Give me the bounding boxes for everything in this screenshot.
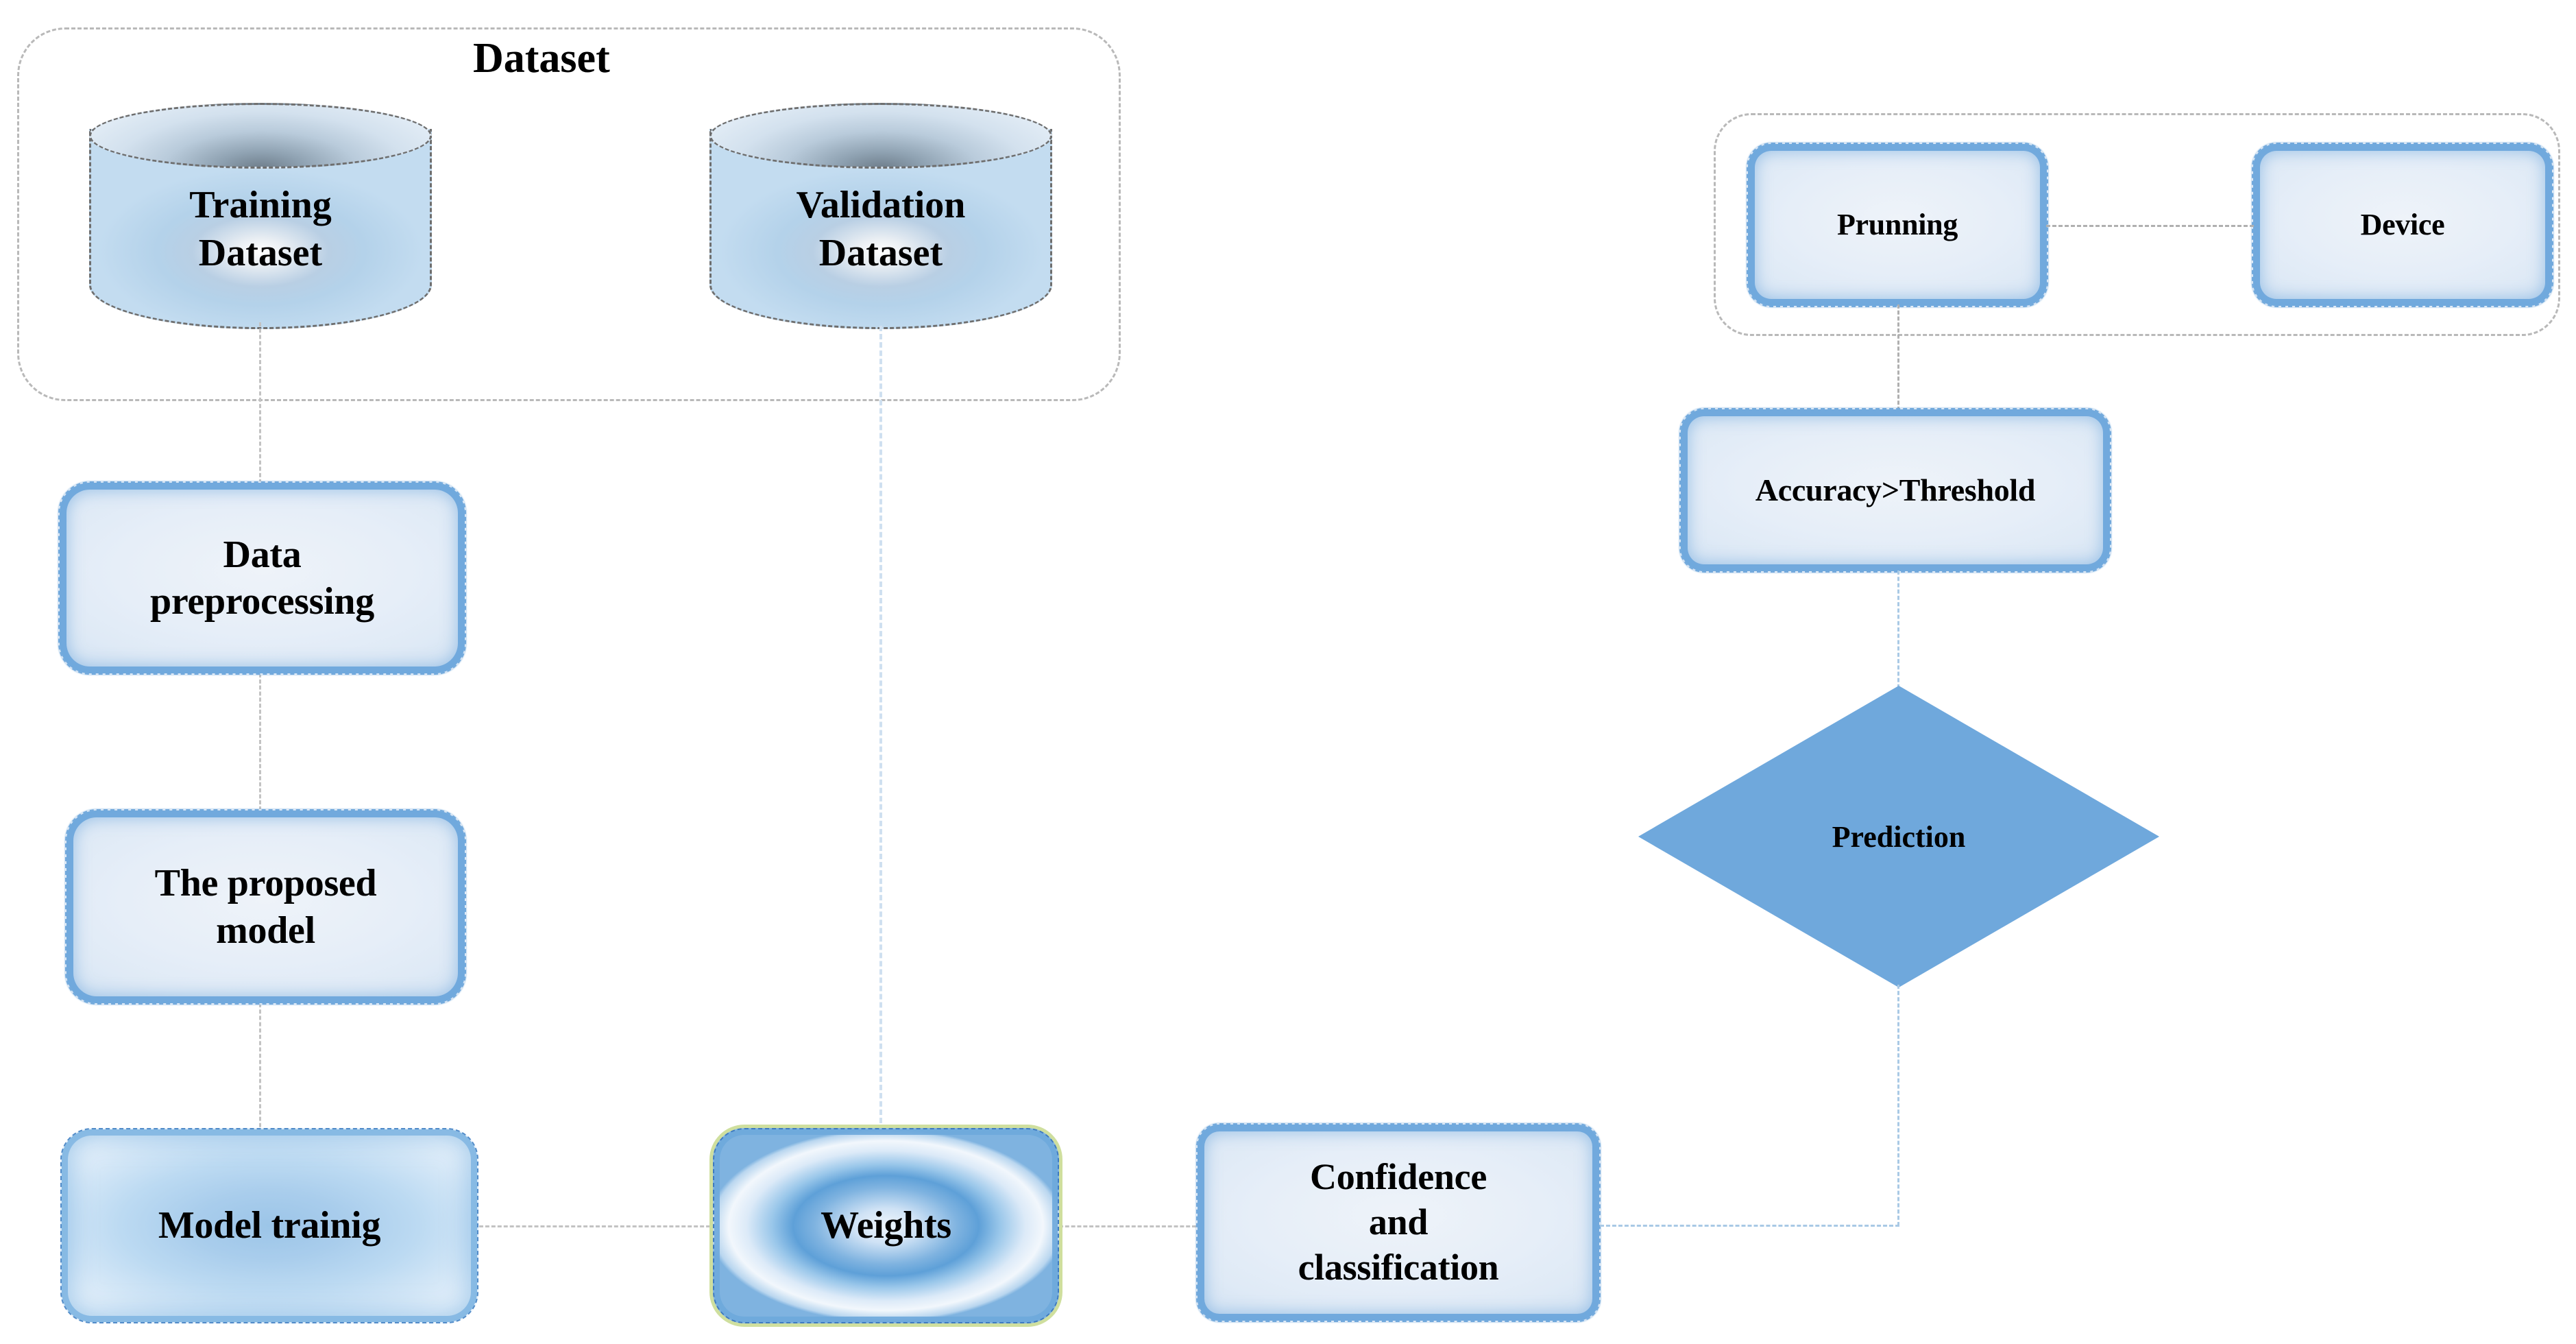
edge-prediction-down <box>1897 985 1899 1226</box>
node-prediction[interactable]: Prediction <box>1638 686 2159 987</box>
node-device-label: Device <box>2253 206 2552 243</box>
node-model-training[interactable]: Model trainig <box>60 1128 478 1323</box>
label-line-2: Dataset <box>818 232 943 274</box>
node-proposed-model-label: The proposed model <box>66 860 465 954</box>
node-data-preprocessing[interactable]: Data preprocessing <box>58 481 466 675</box>
label-line-1: Validation <box>796 184 966 226</box>
edge-training-to-weights <box>473 1225 716 1227</box>
edge-preprocessing-to-model <box>259 673 261 811</box>
node-training-dataset-label: Training Dataset <box>89 129 432 329</box>
node-prediction-label: Prediction <box>1638 686 2159 987</box>
node-model-training-label: Model trainig <box>62 1202 477 1249</box>
label-line-2: model <box>216 909 315 952</box>
cylinder-top-ellipse <box>89 103 432 169</box>
cylinder-top-ellipse <box>709 103 1052 169</box>
node-prunning-label: Prunning <box>1748 206 2047 243</box>
edge-validation-to-weights <box>879 326 882 1131</box>
edge-weights-to-confidence <box>1059 1225 1196 1227</box>
edge-prunning-to-device <box>2046 225 2254 227</box>
node-prunning[interactable]: Prunning <box>1747 143 2048 307</box>
dataset-group-container <box>17 27 1121 401</box>
label-line-1: Model trainig <box>158 1204 381 1247</box>
label-line-1: Confidence <box>1310 1156 1487 1198</box>
edge-model-to-training <box>259 1003 261 1133</box>
label-line-1: Device <box>2360 208 2445 242</box>
node-accuracy-threshold-label: Accuracy>Threshold <box>1681 471 2110 509</box>
label-line-1: Accuracy>Threshold <box>1755 472 2036 507</box>
label-line-1: Weights <box>821 1204 951 1247</box>
edge-training-to-preprocessing <box>259 322 261 483</box>
edge-prediction-to-confidence <box>1600 1225 1899 1227</box>
label-line-1: The proposed <box>154 862 377 905</box>
label-line-1: Prediction <box>1832 819 1966 854</box>
edge-accuracy-to-prediction <box>1897 571 1899 688</box>
label-line-3: classification <box>1298 1246 1499 1288</box>
node-validation-dataset-label: Validation Dataset <box>709 129 1052 329</box>
dataset-group-title: Dataset <box>473 35 610 82</box>
node-validation-dataset[interactable]: Validation Dataset <box>709 103 1052 329</box>
label-line-2: preprocessing <box>150 580 374 623</box>
node-device[interactable]: Device <box>2252 143 2553 307</box>
label-line-1: Prunning <box>1836 208 1958 242</box>
node-proposed-model[interactable]: The proposed model <box>65 809 466 1005</box>
label-line-2: Dataset <box>198 232 323 274</box>
label-line-2: and <box>1368 1201 1429 1243</box>
node-confidence-classification[interactable]: Confidence and classification <box>1196 1123 1601 1322</box>
node-accuracy-threshold[interactable]: Accuracy>Threshold <box>1679 408 2111 573</box>
label-line-1: Training <box>189 184 332 226</box>
edge-prunning-to-accuracy <box>1897 304 1899 411</box>
label-line-1: Data <box>223 533 302 576</box>
node-training-dataset[interactable]: Training Dataset <box>89 103 432 329</box>
node-data-preprocessing-label: Data preprocessing <box>60 531 465 625</box>
node-weights[interactable]: Weights <box>713 1128 1059 1323</box>
deployment-group-container <box>1714 113 2560 336</box>
node-weights-label: Weights <box>714 1202 1058 1249</box>
node-confidence-classification-label: Confidence and classification <box>1198 1155 1599 1291</box>
